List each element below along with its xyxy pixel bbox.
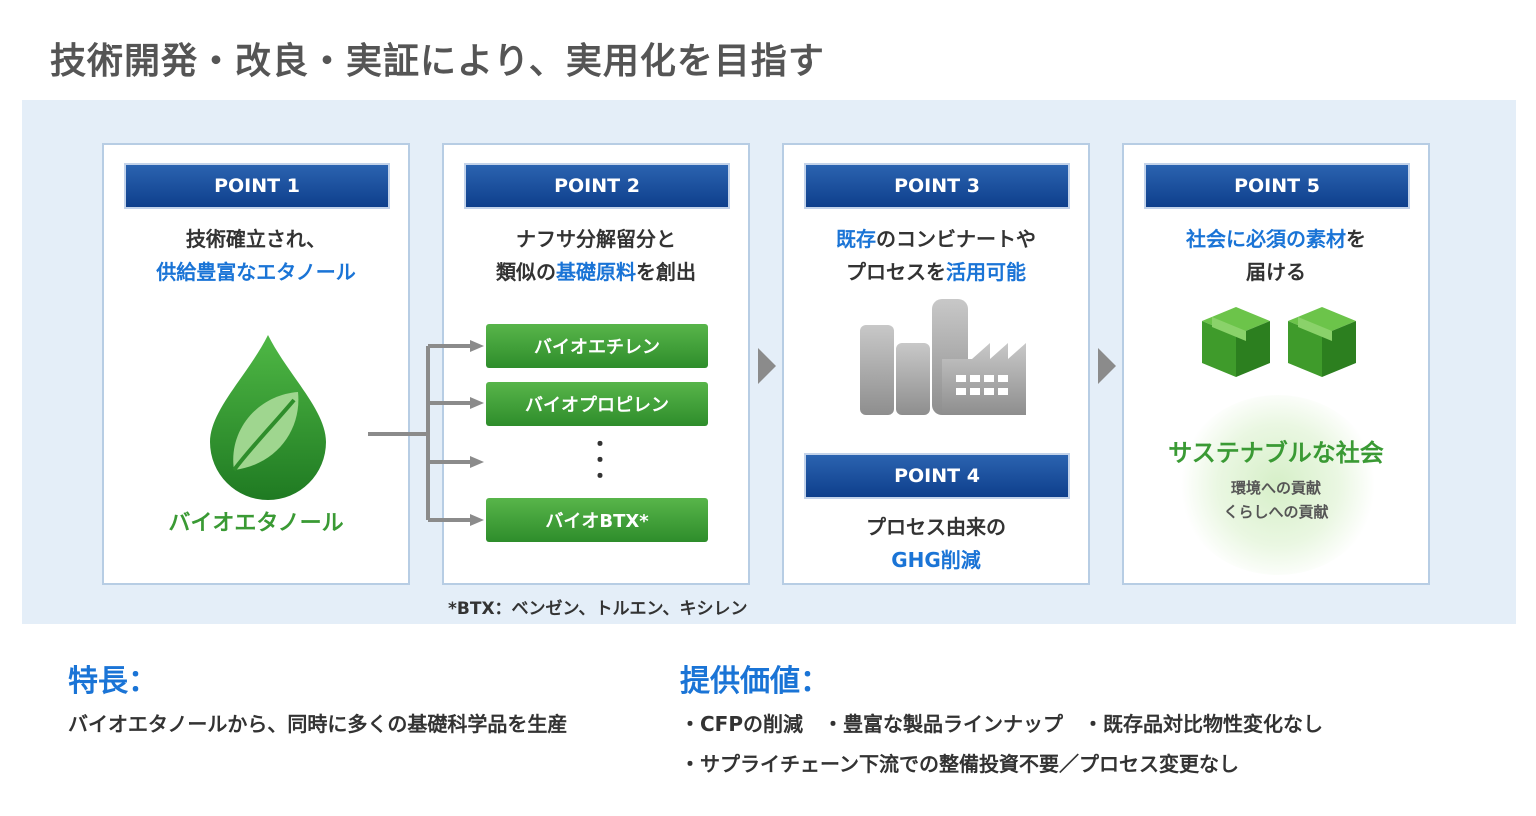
features-text: バイオエタノールから、同時に多くの基礎科学品を生産: [68, 712, 568, 736]
page-title: 技術開発・改良・実証により、実用化を目指す: [50, 41, 825, 82]
arrow-right-icon: [758, 348, 776, 384]
point3-line2: プロセスを活用可能: [846, 260, 1026, 284]
sustainable-society-label: サステナブルな社会: [1168, 439, 1384, 467]
point5-line1: 社会に必須の素材を: [1186, 227, 1366, 251]
point1-line2: 供給豊富なエタノール: [156, 260, 356, 284]
ethanol-drop-icon: [210, 335, 326, 500]
life-contribution: くらしへの貢献: [1223, 503, 1329, 521]
point1-line1: 技術確立され、: [185, 227, 327, 251]
bioethanol-label: バイオエタノール: [168, 511, 344, 536]
sustainable-glow: [1178, 395, 1378, 575]
more-products-ellipsis: ・ ・ ・: [590, 432, 610, 488]
point2-line1: ナフサ分解留分と: [516, 227, 676, 251]
point3-line1: 既存のコンビナートや: [836, 227, 1036, 251]
values-heading: 提供価値：: [680, 664, 830, 699]
biobtx-box: バイオBTX*: [486, 498, 708, 542]
point1-card: POINT 1 技術確立され、 供給豊富なエタノール バイオエタノール: [102, 143, 410, 585]
features-heading: 特長：: [68, 664, 158, 699]
point2-line2: 類似の基礎原料を創出: [496, 260, 696, 284]
point1-badge: POINT 1: [124, 163, 390, 209]
bioethylene-box: バイオエチレン: [486, 324, 708, 368]
point2-badge: POINT 2: [464, 163, 730, 209]
boxes-icon: [1202, 307, 1356, 377]
values-line1: ・CFPの削減 ・豊富な製品ラインナップ ・既存品対比物性変化なし: [680, 712, 1323, 736]
factory-icon: [860, 299, 1026, 415]
point3-badge: POINT 3: [804, 163, 1070, 209]
point5-line2: 届ける: [1246, 260, 1306, 284]
biopropylene-box: バイオプロピレン: [486, 382, 708, 426]
point4-badge: POINT 4: [804, 453, 1070, 499]
values-line2: ・サプライチェーン下流での整備投資不要／プロセス変更なし: [680, 752, 1239, 776]
point3-card: POINT 3 既存のコンビナートや プロセスを活用可能 POINT 4 プロセ…: [782, 143, 1090, 585]
arrow-right-icon: [1098, 348, 1116, 384]
point4-line2: GHG削減: [891, 548, 981, 572]
point5-badge: POINT 5: [1144, 163, 1410, 209]
btx-footnote: *BTX：ベンゼン、トルエン、キシレン: [448, 599, 748, 619]
environment-contribution: 環境への貢献: [1230, 479, 1321, 497]
point5-card: POINT 5 社会に必須の素材を 届ける サステナブルな社会 環境への貢献 く…: [1122, 143, 1430, 585]
point4-line1: プロセス由来の: [866, 515, 1006, 539]
